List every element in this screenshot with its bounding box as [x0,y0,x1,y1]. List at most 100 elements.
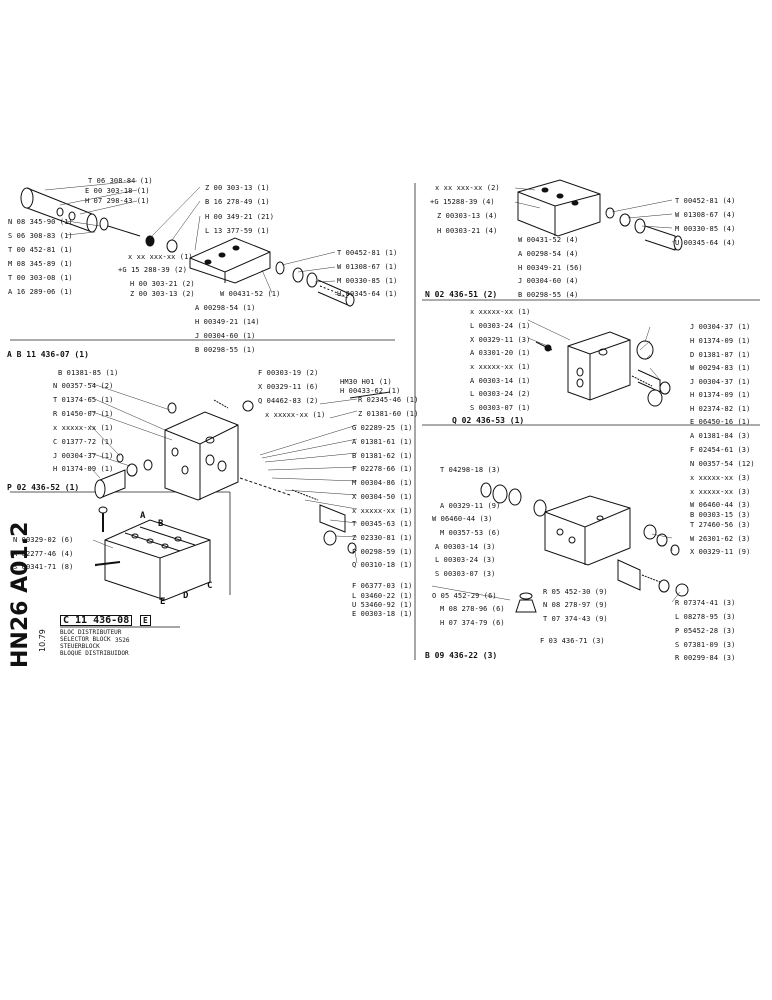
section-b-header: N 02 436-51 (2) [425,290,498,299]
part-label: W 06460-44 (3) [432,515,493,523]
section-c-drawing [535,331,671,407]
part-label: Q 00310-18 (1) [352,561,413,569]
assembly-letter-e: E [160,597,166,607]
part-label: A 00298-54 (1) [195,304,256,312]
part-label: H 01374-09 (1) [690,391,751,399]
part-label: X 00329-11 (6) [258,383,319,391]
part-label: H 00 303-21 (2) [130,280,195,288]
part-label: E 00303-18 (1) [352,610,413,618]
part-label: H 00433-62 (1) [340,387,401,395]
part-label: U 00345-64 (1) [337,290,398,298]
part-label: L 00303-24 (2) [470,390,531,398]
part-label: N 08 278-97 (9) [543,601,608,609]
part-label: A 00303-14 (3) [435,543,496,551]
part-label: C 01377-72 (1) [53,438,114,446]
assembly-letter-a: A [140,511,146,521]
part-label: T 01374-65 (1) [53,396,114,404]
part-label: W 00431-52 (4) [518,236,579,244]
part-label: P 05452-28 (3) [675,627,736,635]
part-label: H 07 374-79 (6) [440,619,505,627]
part-label: N 00329-02 (6) [13,536,74,544]
part-label: +G 15288-39 (4) [430,198,495,206]
part-label: Q 04462-83 (2) [258,397,319,405]
part-label: Z 00 303-13 (2) [130,290,195,298]
part-label: S 00303-07 (3) [435,570,496,578]
part-label: H 00303-21 (4) [437,227,498,235]
section-a-drawing [20,187,355,307]
part-label: W 01308-67 (1) [337,263,398,271]
title-ref: 3526 [115,637,130,644]
part-label: J 00304-37 (1) [690,323,751,331]
part-label: HM30 H01 (1) [340,378,392,386]
section-d-header: B 09 436-22 (3) [425,651,498,660]
part-label: T 00452-81 (1) [337,249,398,257]
part-label: G 02289-25 (1) [352,424,413,432]
side-date: 10.79 [38,629,47,652]
part-label: W 00431-52 (1) [220,290,281,298]
part-label: L 00303-24 (1) [470,322,531,330]
part-label: X 00329-11 (9) [690,548,751,556]
leader-lines [44,180,681,603]
part-label: A 00329-11 (9) [440,502,501,510]
part-label: E 00 303-18 (1) [85,187,150,195]
part-label: H 07 298-43 (1) [85,197,150,205]
title-fr: BLOC DISTRIBUTEUR [60,629,122,636]
part-label: L 00303-24 (3) [435,556,496,564]
part-label: Z 00303-13 (4) [437,212,498,220]
part-label: M 00330-85 (4) [675,225,736,233]
part-label: L 03460-22 (1) [352,592,413,600]
section-dividers [10,183,760,660]
part-label: J 00304-60 (4) [518,277,579,285]
part-label: L 08278-95 (3) [675,613,736,621]
part-label: x xx xxx-xx (1) [128,253,193,261]
part-label: F 06377-03 (1) [352,582,413,590]
part-label: B 01381-85 (1) [58,369,119,377]
part-label: x xxxxx-xx (3) [690,474,751,482]
part-number: C 11 436-08 [60,615,133,626]
part-label: A 01381-84 (3) [690,432,751,440]
part-label: B 00298-55 (4) [518,291,579,299]
part-label: R 00299-84 (3) [675,654,736,662]
part-label: A 03301-20 (1) [470,349,531,357]
part-label: R 05 452-30 (9) [543,588,608,596]
part-label: Z 01381-60 (1) [358,410,419,418]
part-label: M 08 278-96 (6) [440,605,505,613]
part-label: M 00304-86 (1) [352,479,413,487]
part-label: T 27460-56 (3) [690,521,751,529]
part-label: x xxxxx-xx (3) [690,488,751,496]
part-label: H 00349-21 (56) [518,264,583,272]
part-label: H 01374-09 (1) [53,465,114,473]
part-label: J 00304-37 (1) [53,452,114,460]
section-e-drawing [94,391,391,554]
part-label: T 00 303-08 (1) [8,274,73,282]
part-label: T 06 308-84 (1) [88,177,153,185]
part-label: T 00 452-81 (1) [8,246,73,254]
part-label: x xxxxx-xx (1) [265,411,326,419]
part-label: J 00304-60 (1) [195,332,256,340]
part-label: X 00304-50 (1) [352,493,413,501]
part-label: B 00303-15 (3) [690,511,751,519]
part-label: X 00329-11 (3) [470,336,531,344]
section-d-sub: F 03 436-71 (3) [540,637,605,645]
part-label: N 00357-54 (2) [53,382,114,390]
part-label: S 00303-07 (1) [470,404,531,412]
part-label: L 13 377-59 (1) [205,227,270,235]
part-label: A 16 289-06 (1) [8,288,73,296]
part-label: T 00452-81 (4) [675,197,736,205]
part-label: W 00294-83 (1) [690,364,751,372]
part-label: O 05 452-29 (6) [432,592,497,600]
assembly-letter-c: C [207,581,213,591]
part-label: F 00303-19 (2) [258,369,319,377]
part-label: F 02454-61 (3) [690,446,751,454]
part-label: Z 00 303-13 (1) [205,184,270,192]
part-label: S 06 308-83 (1) [8,232,73,240]
part-label: F 00298-59 (1) [352,548,413,556]
part-label: x xx xxx-xx (2) [435,184,500,192]
part-label: T 00345-63 (1) [352,520,413,528]
part-label: B 16 278-49 (1) [205,198,270,206]
part-label: S 00341-71 (8) [13,563,74,571]
part-label: S 07381-09 (3) [675,641,736,649]
part-label: N 08 345-90 (1) [8,218,73,226]
